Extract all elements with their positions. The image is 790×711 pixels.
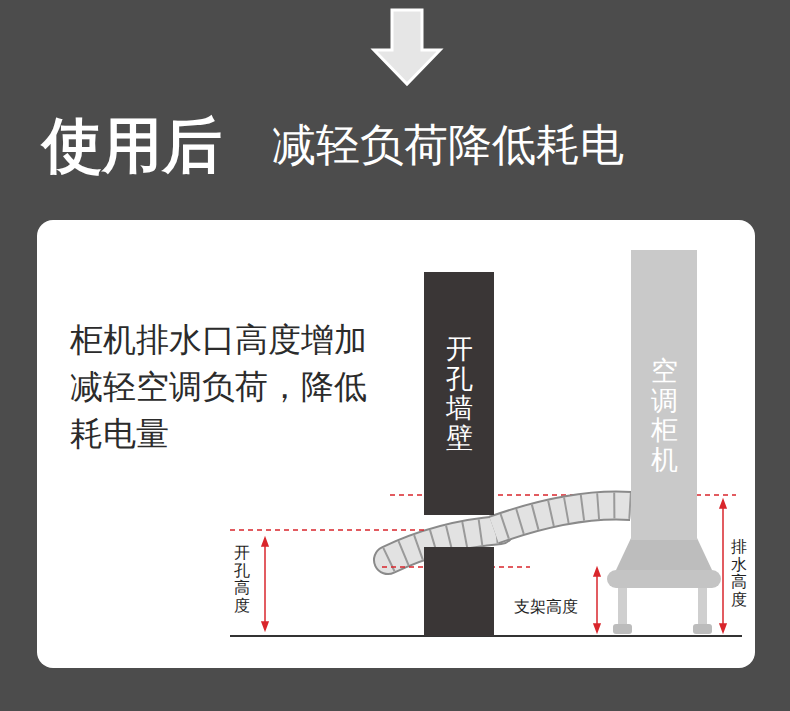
ac-cabinet: 空调柜机 bbox=[631, 250, 697, 540]
dimension-label: 支架高度 bbox=[514, 597, 578, 618]
dim-head bbox=[594, 624, 600, 632]
stand-foot bbox=[613, 624, 632, 634]
pipe-stroke bbox=[494, 506, 631, 531]
dimension-label: 排水高度 bbox=[731, 538, 747, 608]
dim-head bbox=[262, 622, 268, 630]
stand-bar bbox=[607, 570, 721, 588]
pipe-stroke bbox=[494, 506, 631, 531]
node-text: 空调柜机 bbox=[651, 356, 678, 475]
description: 柜机排水口高度增加减轻空调负荷，降低耗电量 bbox=[70, 316, 380, 457]
stand-foot bbox=[693, 624, 712, 634]
dim-head bbox=[594, 568, 600, 576]
pipe-stroke bbox=[494, 506, 631, 531]
stand-leg bbox=[698, 588, 707, 624]
white-panel bbox=[37, 220, 755, 668]
wall: 开孔墙壁 bbox=[424, 272, 494, 636]
dimension-label: 开孔高度 bbox=[234, 544, 250, 614]
stand-leg bbox=[618, 588, 627, 624]
title: 使用后 bbox=[42, 106, 222, 187]
dim-line bbox=[596, 572, 598, 628]
dim-line bbox=[722, 504, 724, 628]
dim-head bbox=[262, 538, 268, 546]
ref-line bbox=[230, 529, 424, 531]
cabinet-base bbox=[616, 538, 712, 570]
subtitle: 减轻负荷降低耗电 bbox=[272, 116, 624, 175]
dim-head bbox=[720, 500, 726, 508]
dim-line bbox=[264, 542, 266, 626]
node-text: 开孔墙壁 bbox=[446, 334, 473, 453]
drain-pipe-connector bbox=[494, 506, 631, 531]
dim-head bbox=[720, 624, 726, 632]
down-arrow bbox=[374, 10, 440, 84]
